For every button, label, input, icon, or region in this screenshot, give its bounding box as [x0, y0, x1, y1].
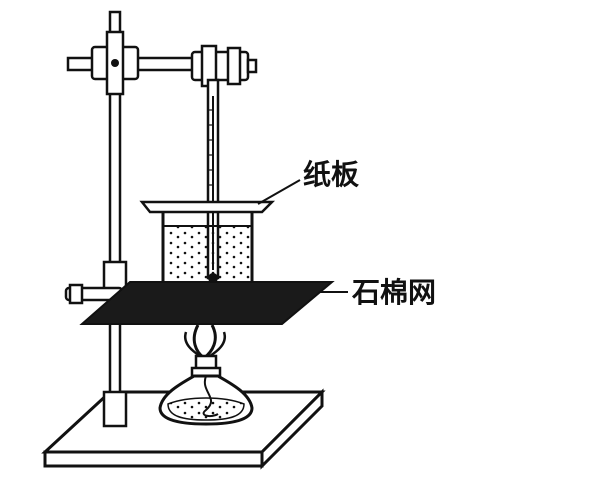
label-asbestos-net: 石棉网 [351, 276, 436, 309]
top-cross-clamp [66, 30, 200, 96]
cardboard-leader-line [257, 179, 301, 205]
thermometer-clamp [190, 44, 258, 88]
support-rod [102, 10, 128, 428]
cardboard-cover [139, 200, 276, 214]
alcohol-lamp [158, 324, 254, 426]
ring-clamp [64, 260, 128, 305]
asbestos-net [79, 281, 335, 325]
label-cardboard: 纸板 [303, 158, 359, 191]
